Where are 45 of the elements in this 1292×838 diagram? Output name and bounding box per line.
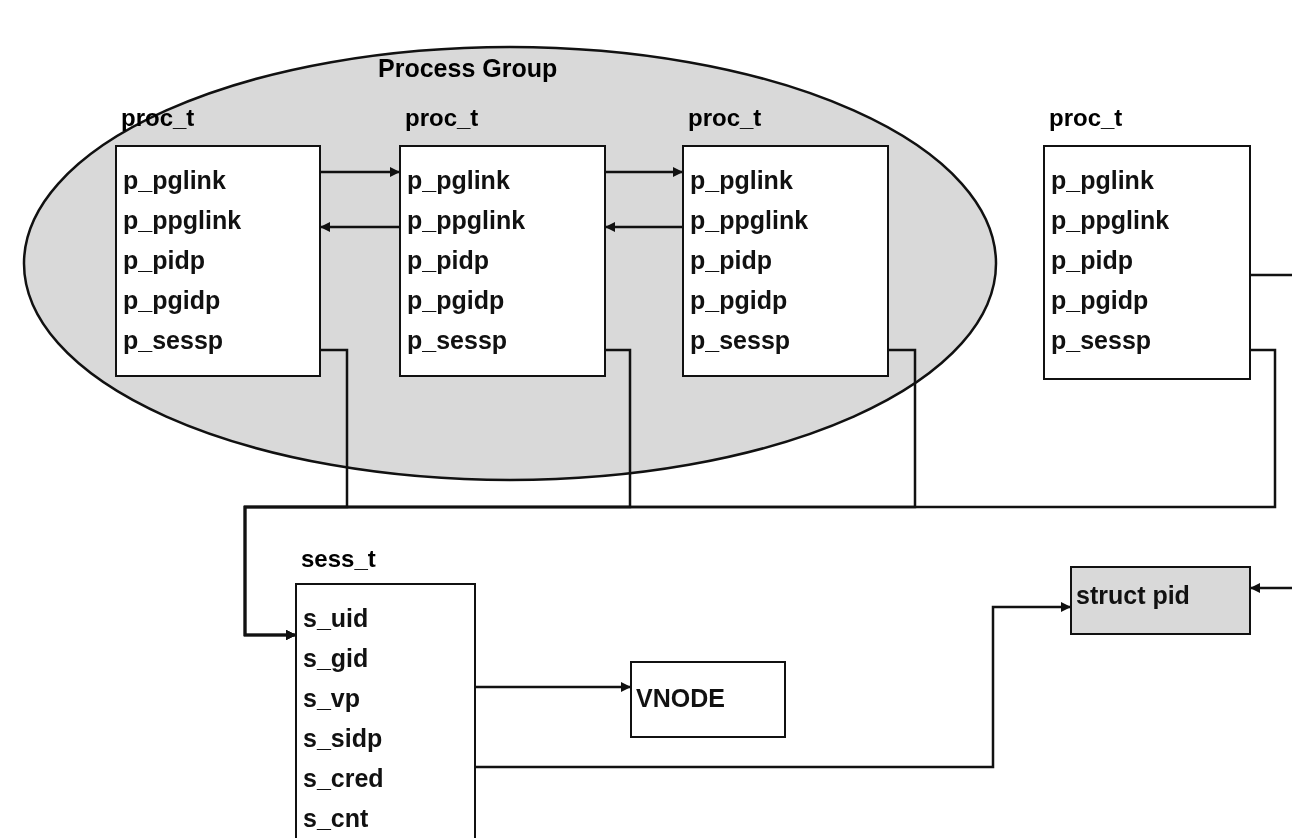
- field-name: s_uid: [303, 603, 369, 633]
- field-name: s_sidp: [303, 723, 383, 753]
- connector-line: [1251, 273, 1292, 277]
- field-name: p_ppglink: [690, 205, 809, 235]
- arrow: [476, 602, 1071, 769]
- field-name: p_pidp: [123, 245, 205, 275]
- arrow: [606, 167, 683, 177]
- struct-name: struct pid: [1076, 580, 1190, 610]
- struct-name: VNODE: [636, 683, 725, 713]
- process-group-ellipse: [22, 45, 998, 482]
- field-name: p_pglink: [1051, 165, 1154, 195]
- field-name: p_ppglink: [407, 205, 526, 235]
- field-name: p_pgidp: [407, 285, 505, 315]
- field-name: p_pglink: [690, 165, 793, 195]
- struct-name: proc_t: [405, 104, 479, 132]
- arrow: [1250, 583, 1292, 593]
- arrow: [321, 167, 400, 177]
- field-name: s_vp: [303, 683, 360, 713]
- arrow: [605, 222, 682, 232]
- field-name: s_cnt: [303, 803, 369, 833]
- field-name: p_pgidp: [123, 285, 221, 315]
- arrow: [476, 682, 631, 692]
- struct-name: proc_t: [1049, 104, 1123, 132]
- struct-box: [1070, 566, 1251, 635]
- field-name: p_ppglink: [1051, 205, 1170, 235]
- field-name: p_pidp: [407, 245, 489, 275]
- field-name: p_sessp: [407, 325, 508, 355]
- field-name: p_sessp: [1051, 325, 1152, 355]
- arrow: [243, 348, 1277, 640]
- field-name: s_gid: [303, 643, 369, 673]
- field-name: p_sessp: [123, 325, 224, 355]
- field-name: p_pgidp: [690, 285, 788, 315]
- struct-name: proc_t: [688, 104, 762, 132]
- field-name: p_pidp: [690, 245, 772, 275]
- group-title: Process Group: [378, 53, 558, 83]
- field-name: p_pglink: [407, 165, 510, 195]
- field-name: p_pgidp: [1051, 285, 1149, 315]
- field-name: p_pidp: [1051, 245, 1133, 275]
- field-name: p_ppglink: [123, 205, 242, 235]
- struct-box: [630, 661, 786, 738]
- arrow: [320, 222, 399, 232]
- field-name: p_pglink: [123, 165, 226, 195]
- field-name: s_cred: [303, 763, 384, 793]
- field-name: p_sessp: [690, 325, 791, 355]
- struct-name: sess_t: [301, 545, 376, 573]
